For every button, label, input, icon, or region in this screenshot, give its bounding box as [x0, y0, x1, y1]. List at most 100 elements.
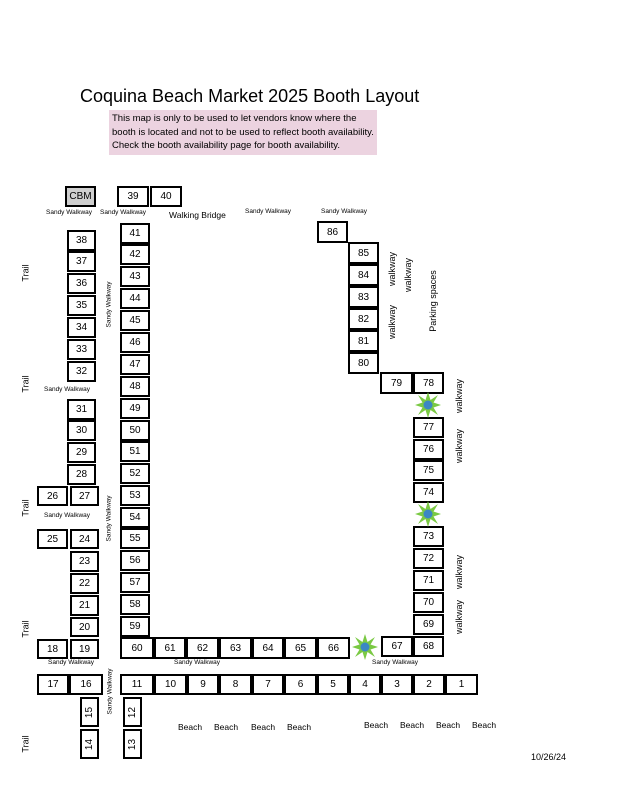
booth-26: 26 [37, 486, 68, 506]
beach-label: Beach [178, 722, 203, 732]
sandy-walkway-label: Sandy Walkway [245, 208, 291, 215]
booth-74: 74 [413, 482, 444, 503]
disclaimer-line: Check the booth availability page for bo… [112, 140, 340, 151]
booth-41: 41 [120, 223, 150, 244]
booth-82: 82 [348, 308, 379, 330]
booth-32: 32 [67, 361, 96, 382]
booth-10: 10 [154, 674, 187, 695]
booth-23: 23 [70, 551, 99, 572]
page-title: Coquina Beach Market 2025 Booth Layout [80, 86, 420, 106]
booth-58: 58 [120, 594, 150, 615]
parking-spaces-label: Parking spaces [427, 270, 438, 332]
booth-29: 29 [67, 442, 96, 463]
booth-45: 45 [120, 310, 150, 331]
sandy-walkway-label: Sandy Walkway [46, 209, 92, 216]
walking-bridge-label: Walking Bridge [169, 210, 226, 220]
trail-label: Trail [20, 620, 31, 638]
booth-57: 57 [120, 572, 150, 593]
sandy-walkway-label: Sandy Walkway [48, 659, 94, 666]
cbm-booth: CBM [65, 186, 96, 207]
booth-86: 86 [317, 221, 348, 243]
booth-50: 50 [120, 420, 150, 441]
booth-37: 37 [67, 251, 96, 272]
booth-59: 59 [120, 616, 150, 637]
booth-21: 21 [70, 595, 99, 616]
booth-8: 8 [219, 674, 252, 695]
trail-label: Trail [20, 499, 31, 517]
booth-33: 33 [67, 339, 96, 360]
beach-label: Beach [287, 722, 312, 732]
booth-81: 81 [348, 330, 379, 352]
booth-15-label: 15 [84, 706, 95, 718]
booth-27: 27 [70, 486, 99, 506]
booth-73: 73 [413, 526, 444, 547]
booth-24: 24 [70, 529, 99, 549]
walkway-label: walkway [387, 251, 398, 287]
booth-68: 68 [413, 636, 444, 657]
booth-84: 84 [348, 264, 379, 286]
booth-14: 14 [80, 729, 99, 759]
booth-35: 35 [67, 295, 96, 316]
sandy-walkway-label: Sandy Walkway [174, 659, 220, 666]
booth-13: 13 [123, 729, 142, 759]
booth-79: 79 [380, 372, 413, 394]
booth-20: 20 [70, 617, 99, 637]
booth-25: 25 [37, 529, 68, 549]
booth-54: 54 [120, 507, 150, 528]
booth-22: 22 [70, 573, 99, 594]
star-marker-icon [352, 634, 378, 660]
booth-64: 64 [252, 637, 284, 659]
booth-9: 9 [187, 674, 219, 695]
sandy-walkway-label: Sandy Walkway [105, 495, 113, 542]
beach-label: Beach [251, 722, 276, 732]
booth-55: 55 [120, 528, 150, 549]
booth-38: 38 [67, 230, 96, 251]
disclaimer-line: This map is only to be used to let vendo… [112, 113, 357, 124]
beach-label: Beach [364, 720, 389, 730]
trail-label: Trail [20, 735, 31, 753]
booth-5: 5 [317, 674, 349, 695]
booth-47: 47 [120, 354, 150, 375]
booth-39: 39 [117, 186, 149, 207]
booth-2: 2 [413, 674, 445, 695]
booth-17: 17 [37, 674, 69, 695]
walkway-label: walkway [454, 554, 465, 590]
walkway-label: walkway [454, 378, 465, 414]
booth-67: 67 [381, 636, 413, 657]
beach-label: Beach [472, 720, 497, 730]
booth-49: 49 [120, 398, 150, 419]
booth-83: 83 [348, 286, 379, 308]
sandy-walkway-label: Sandy Walkway [44, 512, 90, 519]
booth-56: 56 [120, 550, 150, 571]
booth-16: 16 [69, 674, 103, 695]
booth-36: 36 [67, 273, 96, 294]
booth-19: 19 [70, 639, 99, 659]
walkway-label: walkway [403, 257, 414, 293]
walkway-label: walkway [387, 304, 398, 340]
booth-53: 53 [120, 485, 150, 506]
beach-label: Beach [214, 722, 239, 732]
booth-30: 30 [67, 420, 96, 441]
sandy-walkway-label: Sandy Walkway [372, 659, 418, 666]
booth-76: 76 [413, 439, 444, 460]
booth-61: 61 [154, 637, 186, 659]
booth-51: 51 [120, 441, 150, 462]
booth-72: 72 [413, 548, 444, 569]
booth-14-label: 14 [84, 738, 95, 750]
booth-65: 65 [284, 637, 317, 659]
booth-31: 31 [67, 399, 96, 420]
booth-34: 34 [67, 317, 96, 338]
booth-11: 11 [120, 674, 154, 695]
booth-1: 1 [445, 674, 478, 695]
booth-6: 6 [284, 674, 317, 695]
booth-13-label: 13 [127, 738, 138, 750]
sandy-walkway-label: Sandy Walkway [44, 386, 90, 393]
booth-71: 71 [413, 570, 444, 591]
sandy-walkway-label: Sandy Walkway [100, 209, 146, 216]
beach-label: Beach [400, 720, 425, 730]
booth-43: 43 [120, 266, 150, 287]
booth-4: 4 [349, 674, 381, 695]
booth-60: 60 [120, 637, 154, 659]
trail-label: Trail [20, 375, 31, 393]
walkway-label: walkway [454, 599, 465, 635]
